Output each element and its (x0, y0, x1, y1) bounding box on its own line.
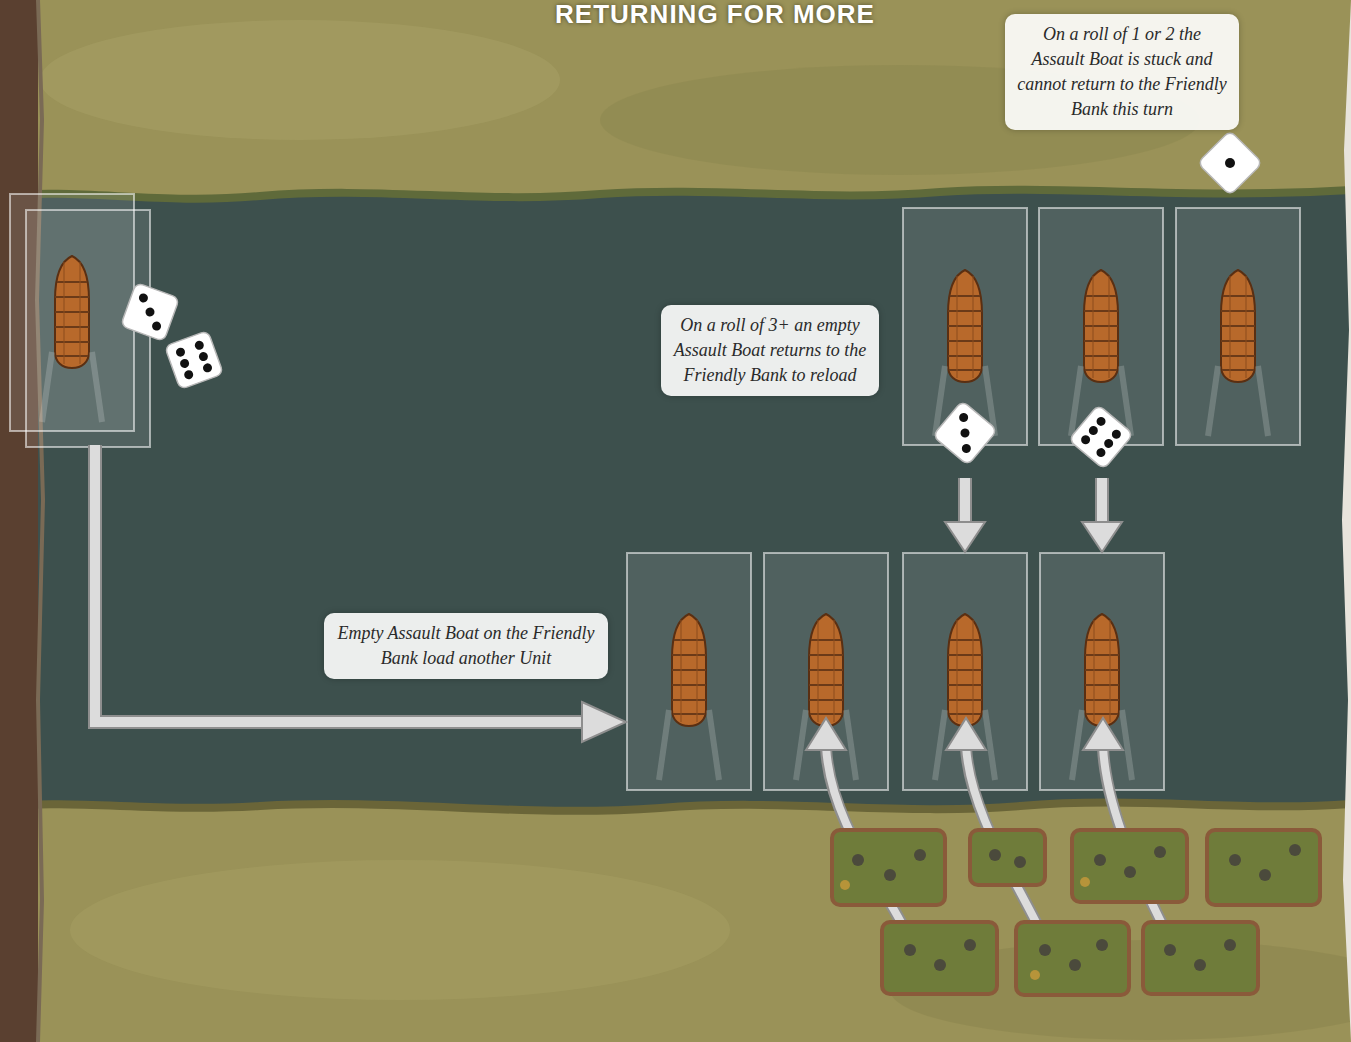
figure (1154, 846, 1166, 858)
infantry-base (882, 922, 997, 994)
arrow-head (945, 522, 985, 552)
figure (1194, 959, 1206, 971)
river (0, 190, 1351, 811)
figure (1289, 844, 1301, 856)
figure (1096, 939, 1108, 951)
bank-edge (0, 190, 1351, 199)
torn-edge (37, 0, 43, 1042)
assault-boat (42, 256, 102, 422)
infantry-bases (832, 830, 1320, 995)
pip (960, 442, 973, 455)
pip (1110, 428, 1123, 441)
figure (1014, 856, 1026, 868)
boat-zone (1176, 208, 1300, 445)
side-strip (0, 0, 38, 1042)
boat-zones (10, 194, 1300, 790)
figure (934, 959, 946, 971)
callout-text: On a roll of 3+ an empty Assault Boat re… (673, 313, 867, 388)
grass-tufts (840, 877, 1090, 980)
pip (1087, 424, 1100, 437)
pip (144, 306, 156, 318)
callout-box: On a roll of 3+ an empty Assault Boat re… (661, 305, 879, 396)
infantry-base (1207, 830, 1320, 905)
pip (957, 411, 970, 424)
soldier-figures (852, 844, 1301, 971)
die-face (1069, 405, 1134, 470)
pip (1095, 415, 1108, 428)
diagram-title: RETURNING FOR MORE (415, 0, 1015, 28)
figure (852, 854, 864, 866)
die-face (121, 283, 180, 342)
die-face (1197, 130, 1262, 195)
pip (198, 351, 210, 363)
flow-arrows (95, 445, 1165, 930)
tuft (840, 880, 850, 890)
pip (194, 340, 206, 352)
figure (989, 849, 1001, 861)
pip (1102, 437, 1115, 450)
figure (964, 939, 976, 951)
bank-edge (0, 803, 1351, 811)
pip (1223, 156, 1237, 170)
infantry-base (1072, 830, 1187, 902)
figure (1259, 869, 1271, 881)
pip (183, 369, 195, 381)
figure (904, 944, 916, 956)
tuft (1080, 877, 1090, 887)
figure (914, 849, 926, 861)
pip (179, 358, 191, 370)
pip (959, 427, 972, 440)
pip (175, 346, 187, 358)
figure (1124, 866, 1136, 878)
boat-zone (627, 553, 751, 790)
arrow-head (1082, 522, 1122, 552)
die (165, 331, 224, 390)
pip (151, 320, 163, 332)
pip (138, 292, 150, 304)
infantry-base (1143, 922, 1258, 994)
assault-boat (659, 614, 719, 780)
arrow-head (946, 718, 986, 750)
infantry-base (1016, 922, 1129, 995)
tuft (1030, 970, 1040, 980)
infantry-base (832, 830, 945, 905)
pip (1079, 433, 1092, 446)
arrow-head (806, 718, 846, 750)
die-face (933, 401, 998, 466)
arrow-shaft (1097, 478, 1107, 528)
die-face (165, 331, 224, 390)
grass-patch (70, 860, 730, 1000)
pip (1095, 446, 1108, 459)
die (1197, 130, 1262, 195)
figure (1164, 944, 1176, 956)
die (933, 401, 998, 466)
assault-boat (1208, 270, 1268, 436)
arrow-shaft (95, 445, 590, 722)
die (1069, 405, 1134, 470)
torn-edge (1342, 0, 1351, 1042)
arrow-head (1083, 718, 1123, 750)
die (121, 283, 180, 342)
figure (1224, 939, 1236, 951)
grass-patch (40, 20, 560, 140)
figure (884, 869, 896, 881)
pip (202, 362, 214, 374)
boat-zone (10, 194, 134, 431)
figure (1229, 854, 1241, 866)
callout-text: Empty Assault Boat on the Friendly Bank … (336, 621, 596, 671)
infantry-base (970, 830, 1045, 885)
figure (1039, 944, 1051, 956)
arrow-shaft (960, 478, 970, 528)
figure (1094, 854, 1106, 866)
callout-box: On a roll of 1 or 2 the Assault Boat is … (1005, 14, 1239, 130)
arrow-outline (95, 445, 588, 722)
callout-box: Empty Assault Boat on the Friendly Bank … (324, 613, 608, 679)
arrow-head (582, 702, 626, 742)
figure (1069, 959, 1081, 971)
callout-text: On a roll of 1 or 2 the Assault Boat is … (1017, 22, 1227, 122)
